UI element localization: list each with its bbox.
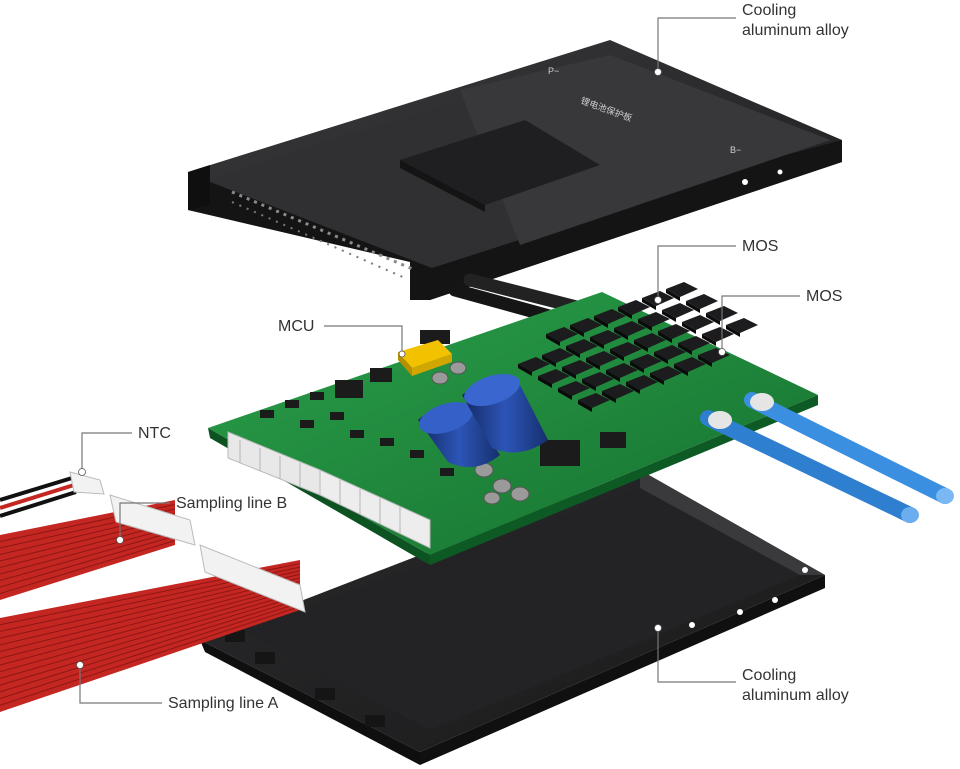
mos-chip bbox=[614, 321, 646, 340]
mos-chip bbox=[578, 393, 610, 412]
pcb-connectors bbox=[227, 431, 431, 549]
mos-chip bbox=[678, 336, 710, 355]
mos-chip bbox=[702, 327, 734, 346]
mcu-chip bbox=[398, 340, 452, 376]
label-ntc-text: NTC bbox=[138, 425, 171, 442]
bottom-cooling-tray bbox=[200, 470, 825, 765]
cover-print-marks bbox=[231, 190, 416, 279]
mos-chip bbox=[606, 363, 638, 382]
label-cooling-top-line1: Cooling bbox=[742, 2, 796, 19]
mos-chip bbox=[538, 369, 570, 388]
mos-chip bbox=[618, 300, 650, 319]
label-mos-2: MOS bbox=[718, 288, 842, 356]
mos-chip bbox=[634, 333, 666, 352]
blue-power-cables bbox=[700, 392, 954, 523]
small-capacitors bbox=[431, 361, 530, 505]
mos-chip bbox=[586, 351, 618, 370]
mos-chip bbox=[594, 309, 626, 328]
mos-chip bbox=[686, 294, 718, 313]
label-mos-1-text: MOS bbox=[742, 238, 778, 255]
top-cooling-cover: 锂电池保护板 P− B− bbox=[188, 40, 842, 300]
mos-chip bbox=[546, 327, 578, 346]
mos-chip bbox=[602, 384, 634, 403]
cover-print-b-minus: B− bbox=[730, 145, 741, 155]
label-mcu: MCU bbox=[278, 318, 406, 358]
label-cooling-top-line2: aluminum alloy bbox=[742, 22, 849, 39]
mos-chip bbox=[626, 375, 658, 394]
label-mos-2-text: MOS bbox=[806, 288, 842, 305]
label-cooling-bottom: Cooling aluminum alloy bbox=[654, 624, 849, 704]
mos-chip bbox=[630, 354, 662, 373]
label-sampling-a-text: Sampling line A bbox=[168, 695, 279, 712]
sampling-line-b-ribbon bbox=[0, 494, 196, 600]
mos-chip bbox=[666, 282, 698, 301]
mos-chip bbox=[610, 342, 642, 361]
mos-chip bbox=[570, 318, 602, 337]
mos-chip bbox=[582, 372, 614, 391]
mos-chip bbox=[566, 339, 598, 358]
mos-chip bbox=[674, 357, 706, 376]
mos-chip bbox=[658, 324, 690, 343]
label-mcu-text: MCU bbox=[278, 318, 314, 335]
mos-chip bbox=[638, 312, 670, 331]
mos-chip bbox=[682, 315, 714, 334]
label-ntc: NTC bbox=[78, 425, 171, 476]
sampling-line-a-ribbon bbox=[0, 544, 306, 712]
mos-chip bbox=[662, 303, 694, 322]
label-cooling-bottom-line2: aluminum alloy bbox=[742, 687, 849, 704]
label-mos-1: MOS bbox=[654, 238, 778, 304]
mos-chip bbox=[590, 330, 622, 349]
ntc-wire bbox=[0, 471, 105, 518]
mos-chip bbox=[558, 381, 590, 400]
label-sampling-b-text: Sampling line B bbox=[176, 495, 287, 512]
cover-print-p-minus: P− bbox=[548, 66, 559, 76]
mos-chip bbox=[518, 357, 550, 376]
mos-chip bbox=[726, 318, 758, 337]
mos-chip bbox=[650, 366, 682, 385]
mos-chip bbox=[542, 348, 574, 367]
mos-chip bbox=[654, 345, 686, 364]
pcb-small-components bbox=[260, 330, 626, 476]
mos-chip bbox=[562, 360, 594, 379]
label-sampling-b: Sampling line B bbox=[116, 495, 287, 544]
label-cooling-bottom-line1: Cooling bbox=[742, 667, 796, 684]
label-sampling-a: Sampling line A bbox=[76, 661, 279, 712]
label-cooling-top: Cooling aluminum alloy bbox=[654, 2, 849, 76]
electrolytic-capacitors bbox=[418, 373, 548, 468]
